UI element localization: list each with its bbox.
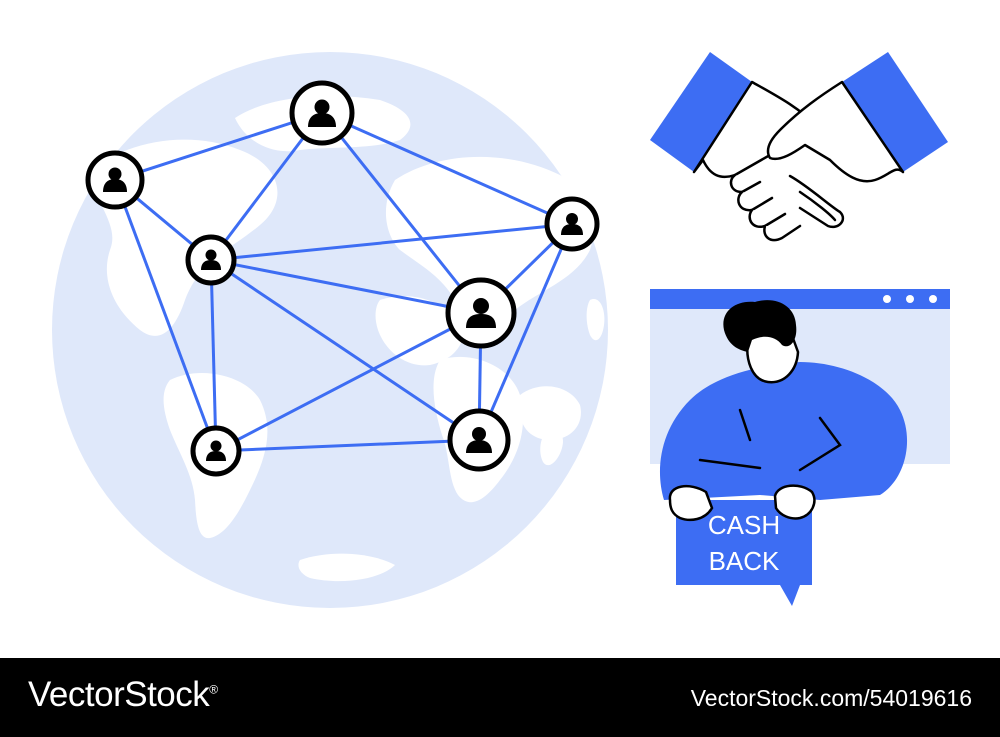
watermark-image-id: VectorStock.com/54019616 — [690, 685, 972, 711]
cashback-label-line2: BACK — [709, 546, 780, 576]
window-dot-icon — [906, 295, 914, 303]
globe-icon — [52, 52, 608, 608]
network-lines — [113, 111, 574, 453]
user-node — [190, 425, 242, 477]
user-node — [544, 196, 600, 252]
registered-mark: ® — [209, 682, 218, 697]
user-node — [447, 408, 511, 472]
person-icon: CASH BACK — [659, 300, 908, 606]
watermark-brand-text: VectorStock — [28, 675, 210, 714]
user-network-icon — [85, 80, 600, 477]
watermark-brand: VectorStock® — [28, 675, 218, 715]
cashback-sign — [676, 500, 812, 606]
user-node — [85, 150, 145, 210]
watermark-bar: VectorStock® VectorStock.com/54019616 — [0, 658, 1000, 737]
window-dot-icon — [883, 295, 891, 303]
user-node — [289, 80, 355, 146]
user-node — [185, 234, 237, 286]
cashback-label-line1: CASH — [708, 510, 780, 540]
illustration-canvas: CASH BACK — [52, 52, 950, 608]
user-node — [445, 277, 517, 349]
handshake-icon — [650, 52, 948, 242]
window-dot-icon — [929, 295, 937, 303]
